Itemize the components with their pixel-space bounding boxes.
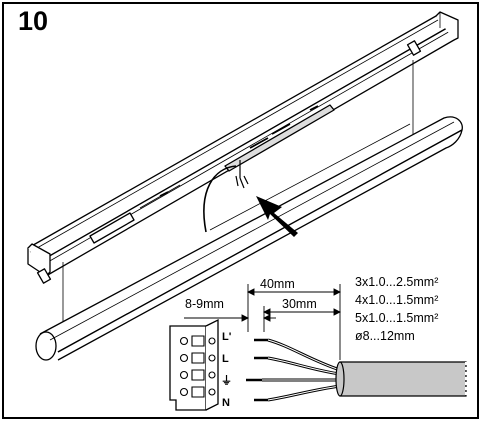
dimension-40mm: 40mm bbox=[260, 277, 295, 291]
terminal-label-earth: ⏚ bbox=[221, 374, 232, 387]
step-number: 10 bbox=[18, 6, 49, 36]
dimension-30mm: 30mm bbox=[282, 297, 317, 311]
terminal-label-l-prime: L' bbox=[222, 331, 232, 343]
cable-sheath bbox=[335, 361, 467, 397]
spec-4x: 4x1.0...1.5mm² bbox=[355, 293, 438, 307]
power-cable bbox=[203, 165, 237, 233]
luminaire-body bbox=[35, 116, 463, 361]
spec-diameter: ø8...12mm bbox=[355, 329, 415, 343]
terminal-label-n: N bbox=[222, 397, 230, 409]
terminal-block bbox=[169, 318, 219, 411]
spec-3x: 3x1.0...2.5mm² bbox=[355, 275, 438, 289]
dimension-8-9mm: 8-9mm bbox=[185, 297, 224, 311]
spec-5x: 5x1.0...1.5mm² bbox=[355, 311, 438, 325]
wiring-detail: L' L ⏚ N 40mm 30mm 8-9mm bbox=[169, 275, 467, 411]
insert-arrow-icon bbox=[256, 196, 298, 237]
mounting-rail bbox=[27, 11, 459, 284]
terminal-label-l: L bbox=[222, 353, 229, 365]
